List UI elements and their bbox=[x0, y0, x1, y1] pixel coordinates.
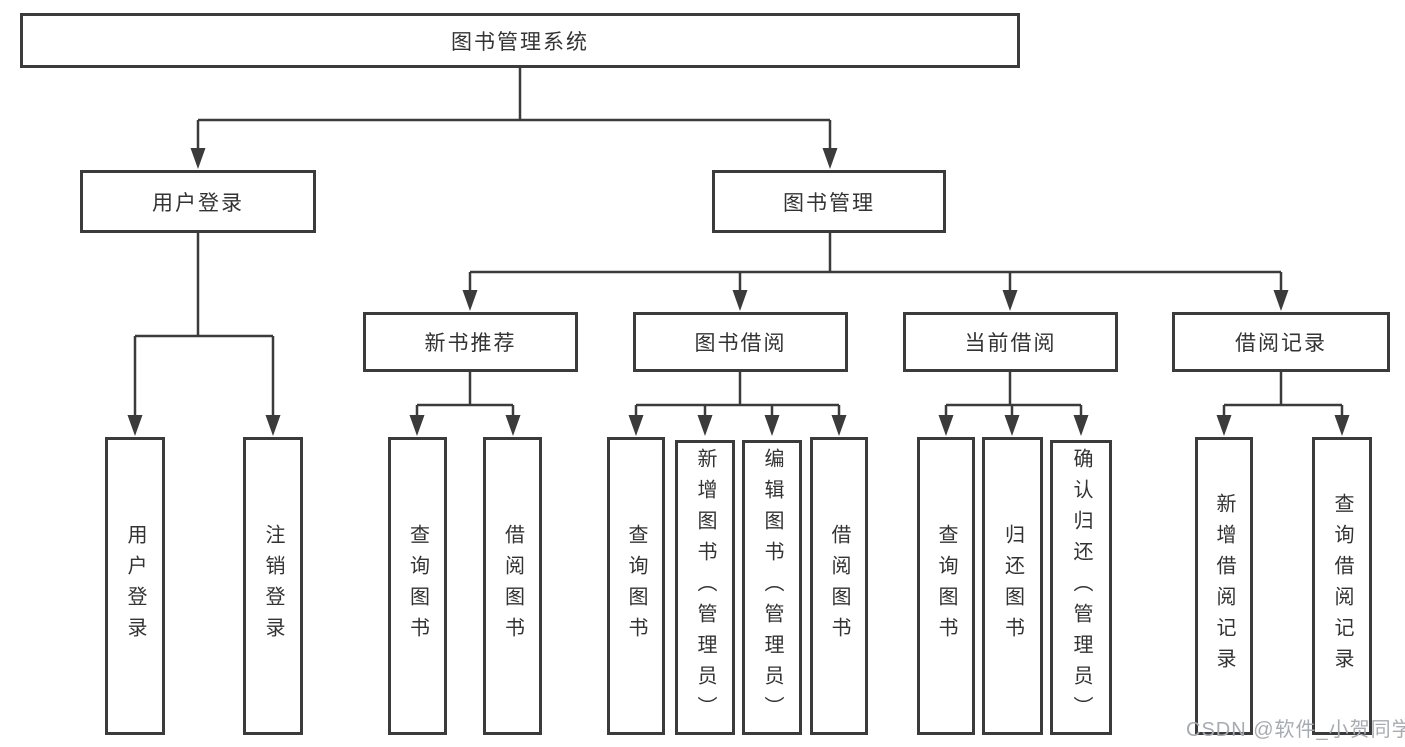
leaf-query-books-recommend-label: 查询图书 bbox=[406, 524, 429, 648]
arrow-down-icon bbox=[764, 415, 780, 436]
arrow-down-icon bbox=[505, 415, 521, 436]
connector-user-login-children bbox=[127, 233, 281, 436]
leaf-add-borrow-record-label: 新增借阅记录 bbox=[1213, 493, 1235, 679]
leaf-add-book-admin-label: 新增图书（管理员） bbox=[694, 448, 716, 727]
leaf-borrow-books-recommend: 借阅图书 bbox=[483, 437, 542, 735]
arrow-down-icon bbox=[409, 415, 425, 436]
leaf-query-borrow-record: 查询借阅记录 bbox=[1312, 437, 1372, 735]
node-new-book-recommend: 新书推荐 bbox=[363, 312, 578, 372]
leaf-confirm-return-admin: 确认归还（管理员） bbox=[1050, 440, 1112, 735]
node-current-borrow: 当前借阅 bbox=[903, 312, 1118, 372]
leaf-user-login-label: 用户登录 bbox=[124, 524, 146, 648]
arrow-down-icon bbox=[1334, 415, 1350, 436]
arrow-down-icon bbox=[1216, 415, 1232, 436]
node-borrow-records-label: 借阅记录 bbox=[1235, 332, 1327, 355]
node-root-label: 图书管理系统 bbox=[451, 30, 589, 54]
connector-book-management-children bbox=[462, 233, 1289, 311]
arrow-down-icon bbox=[1004, 415, 1020, 436]
arrow-down-icon bbox=[1273, 290, 1289, 311]
node-current-borrow-label: 当前借阅 bbox=[964, 332, 1057, 355]
arrow-down-icon bbox=[127, 415, 143, 436]
arrow-down-icon bbox=[831, 415, 847, 436]
leaf-query-books-borrow: 查询图书 bbox=[607, 437, 665, 735]
arrow-down-icon bbox=[1073, 415, 1089, 436]
arrow-down-icon bbox=[190, 148, 206, 169]
node-book-borrow-label: 图书借阅 bbox=[694, 332, 787, 355]
leaf-query-books-current: 查询图书 bbox=[917, 437, 975, 735]
arrow-down-icon bbox=[697, 415, 713, 436]
leaf-logout: 注销登录 bbox=[243, 437, 303, 735]
leaf-user-login: 用户登录 bbox=[105, 437, 165, 735]
node-new-book-recommend-label: 新书推荐 bbox=[424, 332, 517, 355]
leaf-query-books-borrow-label: 查询图书 bbox=[625, 524, 647, 648]
connector-new-book-recommend-children bbox=[409, 372, 521, 436]
leaf-edit-book-admin-label: 编辑图书（管理员） bbox=[761, 448, 783, 727]
arrow-down-icon bbox=[822, 148, 838, 169]
node-book-borrow: 图书借阅 bbox=[633, 312, 848, 372]
csdn-watermark: CSDN @软件_小贺同学 bbox=[1186, 719, 1405, 741]
node-borrow-records: 借阅记录 bbox=[1172, 312, 1390, 372]
leaf-borrow-books2-label: 借阅图书 bbox=[828, 524, 850, 648]
connector-root-to-level2 bbox=[190, 68, 838, 169]
arrow-down-icon bbox=[462, 290, 478, 311]
node-book-management: 图书管理 bbox=[712, 170, 946, 233]
leaf-query-books-recommend: 查询图书 bbox=[388, 437, 447, 735]
leaf-query-borrow-record-label: 查询借阅记录 bbox=[1331, 493, 1353, 679]
arrow-down-icon bbox=[938, 415, 954, 436]
arrow-down-icon bbox=[1002, 290, 1018, 311]
leaf-edit-book-admin: 编辑图书（管理员） bbox=[742, 440, 802, 735]
leaf-add-book-admin: 新增图书（管理员） bbox=[675, 440, 735, 735]
leaf-logout-label: 注销登录 bbox=[262, 524, 284, 648]
connector-current-borrow-children bbox=[938, 372, 1089, 436]
node-root: 图书管理系统 bbox=[20, 13, 1020, 68]
leaf-borrow-books-recommend-label: 借阅图书 bbox=[501, 524, 524, 648]
node-user-login: 用户登录 bbox=[80, 170, 316, 233]
arrow-down-icon bbox=[628, 415, 644, 436]
node-user-login-label: 用户登录 bbox=[152, 191, 244, 215]
leaf-add-borrow-record: 新增借阅记录 bbox=[1195, 437, 1253, 735]
connector-book-borrow-children bbox=[628, 372, 847, 436]
arrow-down-icon bbox=[265, 415, 281, 436]
leaf-return-book: 归还图书 bbox=[982, 437, 1043, 735]
leaf-confirm-return-admin-label: 确认归还（管理员） bbox=[1070, 448, 1092, 727]
leaf-return-book-label: 归还图书 bbox=[1001, 524, 1024, 648]
leaf-query-books-current-label: 查询图书 bbox=[935, 524, 957, 648]
connector-borrow-records-children bbox=[1216, 372, 1350, 436]
arrow-down-icon bbox=[732, 290, 748, 311]
leaf-borrow-books2: 借阅图书 bbox=[810, 437, 868, 735]
node-book-management-label: 图书管理 bbox=[783, 191, 875, 215]
